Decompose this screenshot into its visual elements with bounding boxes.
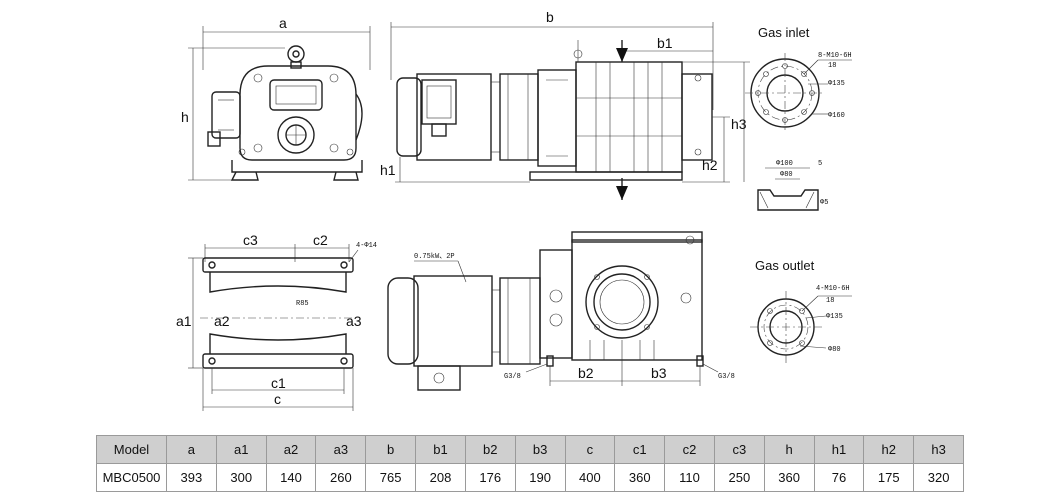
pump-top-view: 0.75kW、2P G3/8 bbox=[387, 231, 735, 391]
dim-h1: h1 bbox=[380, 162, 396, 178]
col-header: b1 bbox=[415, 435, 466, 464]
col-header: Model bbox=[96, 435, 167, 464]
dim-c1: c1 bbox=[271, 375, 286, 391]
inlet-pcd: Φ135 bbox=[828, 80, 845, 88]
table-cell: 300 bbox=[215, 463, 267, 492]
base-radius: R85 bbox=[296, 300, 309, 308]
col-header: h1 bbox=[813, 435, 865, 464]
end-view: a h bbox=[181, 15, 371, 181]
dim-b1: b1 bbox=[657, 35, 673, 51]
dim-c3: c3 bbox=[243, 232, 258, 248]
side-view: b b1 bbox=[380, 9, 750, 200]
col-header: b2 bbox=[464, 435, 516, 464]
gas-outlet-detail: Gas outlet 4-M10-6H 18 Φ135 Φ80 bbox=[750, 258, 852, 363]
table-cell: 190 bbox=[514, 463, 566, 492]
table-cell: 175 bbox=[863, 463, 915, 492]
table-cell: 320 bbox=[913, 463, 964, 492]
inlet-outer: Φ160 bbox=[828, 112, 845, 120]
table-cell: 400 bbox=[564, 463, 616, 492]
table-cell: 360 bbox=[614, 463, 666, 492]
dim-h: h bbox=[181, 109, 189, 125]
dim-a3: a3 bbox=[346, 313, 362, 329]
col-header: a3 bbox=[315, 435, 367, 464]
motor-label: 0.75kW、2P bbox=[414, 253, 455, 261]
table-cell: 110 bbox=[664, 463, 715, 492]
table-cell: 208 bbox=[415, 463, 466, 492]
base-plan-view: c3 c2 4-Φ14 R85 a1 a2 a3 c1 c bbox=[176, 232, 377, 411]
col-header: h bbox=[763, 435, 815, 464]
col-header: h3 bbox=[913, 435, 964, 464]
col-header: b bbox=[365, 435, 417, 464]
gas-inlet-detail: Gas inlet 8-M10-6H 18 Φ135 Φ160 Φ100 5 Φ… bbox=[745, 25, 852, 211]
outlet-bolt-depth: 18 bbox=[826, 297, 834, 305]
outlet-pcd: Φ135 bbox=[826, 313, 843, 321]
dim-c2: c2 bbox=[313, 232, 328, 248]
dim-b: b bbox=[546, 9, 554, 25]
outlet-bolt-spec: 4-M10-6H bbox=[816, 285, 850, 293]
table-cell: 140 bbox=[265, 463, 317, 492]
col-header: c3 bbox=[713, 435, 765, 464]
table-header-row: Model a a1 a2 a3 b b1 b2 b3 c c1 c2 c3 h… bbox=[96, 435, 964, 464]
dim-a: a bbox=[279, 15, 287, 31]
inlet-bore-inner: Φ80 bbox=[780, 171, 793, 179]
dim-h3: h3 bbox=[731, 116, 747, 132]
port-right-label: G3/8 bbox=[718, 373, 735, 381]
col-header: c bbox=[564, 435, 616, 464]
table-cell: 76 bbox=[813, 463, 865, 492]
table-cell: 393 bbox=[166, 463, 217, 492]
inlet-bore-top: Φ100 bbox=[776, 160, 793, 168]
gas-inlet-title: Gas inlet bbox=[758, 25, 810, 40]
table-cell: 250 bbox=[713, 463, 765, 492]
dim-b2: b2 bbox=[578, 365, 594, 381]
port-left-label: G3/8 bbox=[504, 373, 521, 381]
gas-outlet-title: Gas outlet bbox=[755, 258, 815, 273]
inlet-bolt-depth: 18 bbox=[828, 62, 836, 70]
base-holes: 4-Φ14 bbox=[356, 242, 377, 250]
col-header: h2 bbox=[863, 435, 915, 464]
col-header: a bbox=[166, 435, 217, 464]
col-header: b3 bbox=[514, 435, 566, 464]
table-cell: 176 bbox=[464, 463, 516, 492]
dim-a2: a2 bbox=[214, 313, 230, 329]
col-header: a2 bbox=[265, 435, 317, 464]
table-row: MBC0500 393 300 140 260 765 208 176 190 … bbox=[96, 463, 964, 492]
inlet-bore-top-depth: 5 bbox=[818, 160, 822, 168]
table-cell: 260 bbox=[315, 463, 367, 492]
inlet-side-mark: Φ5 bbox=[820, 199, 828, 207]
col-header: c2 bbox=[664, 435, 715, 464]
spec-table: Model a a1 a2 a3 b b1 b2 b3 c c1 c2 c3 h… bbox=[96, 435, 964, 492]
inlet-bolt-spec: 8-M10-6H bbox=[818, 52, 852, 60]
technical-drawing: a h bbox=[176, 9, 852, 411]
table-cell: 360 bbox=[763, 463, 815, 492]
dim-c: c bbox=[274, 391, 281, 407]
col-header: c1 bbox=[614, 435, 666, 464]
dim-h2: h2 bbox=[702, 157, 718, 173]
table-cell: MBC0500 bbox=[96, 463, 167, 492]
table-cell: 765 bbox=[365, 463, 417, 492]
dim-b3: b3 bbox=[651, 365, 667, 381]
dim-a1: a1 bbox=[176, 313, 192, 329]
outlet-bore: Φ80 bbox=[828, 346, 841, 354]
col-header: a1 bbox=[215, 435, 267, 464]
